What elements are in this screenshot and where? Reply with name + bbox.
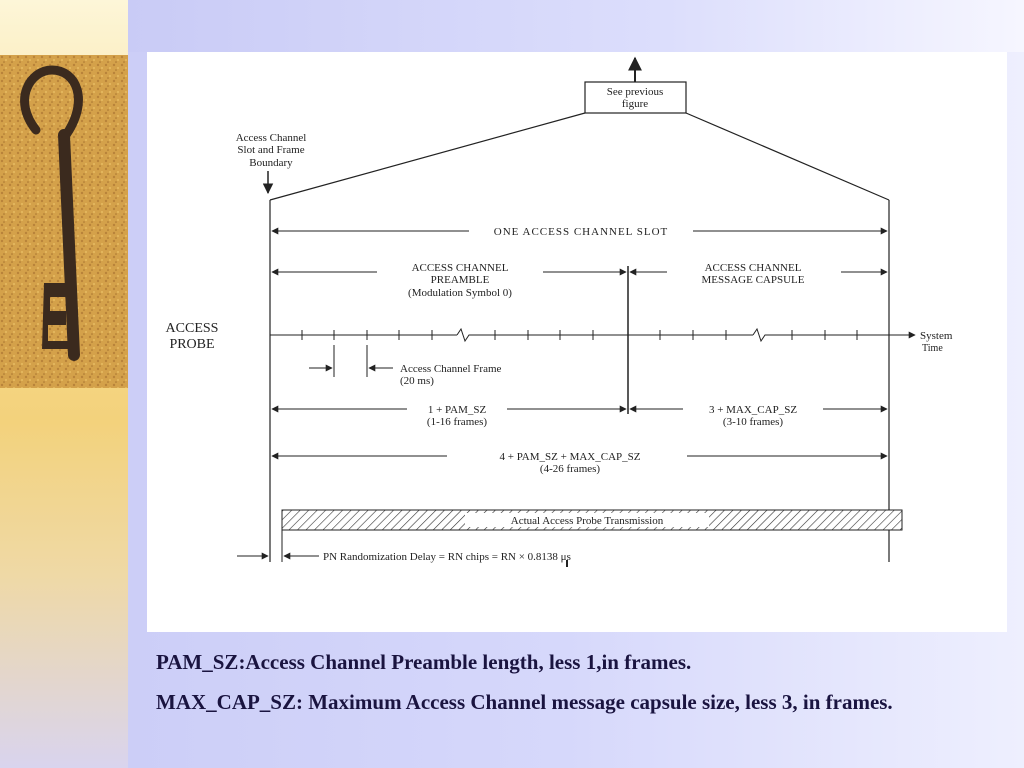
delay-label: PN Randomization Delay = RN chips = RN ×… xyxy=(323,551,571,563)
preamble-label-line-1: ACCESS CHANNEL xyxy=(412,262,509,274)
see-previous-figure-box xyxy=(584,81,687,114)
pam-label-line-2: (1-16 frames) xyxy=(427,416,488,428)
cap-label-line-1: 3 + MAX_CAP_SZ xyxy=(709,404,797,416)
probe-label-line-2: PROBE xyxy=(169,337,214,352)
total-label-line-2: (4-26 frames) xyxy=(540,463,601,475)
note-max-cap-sz: MAX_CAP_SZ: Maximum Access Channel messa… xyxy=(156,690,893,714)
key-bow-icon xyxy=(20,65,83,140)
system-time-line-1: System xyxy=(920,330,953,342)
frame-label-line-2: (20 ms) xyxy=(400,375,434,387)
see-previous-line-1: See previous xyxy=(607,86,664,98)
transmission-label-backdrop xyxy=(465,513,709,527)
boundary-label-line-1: Access Channel xyxy=(236,132,307,144)
frame-label-line-1: Access Channel Frame xyxy=(400,363,502,375)
access-probe-timing-diagram: See previous figure Access Channel Slot … xyxy=(147,52,1007,632)
total-label-line-1: 4 + PAM_SZ + MAX_CAP_SZ xyxy=(500,451,641,463)
note-pam-sz: PAM_SZ:Access Channel Preamble length, l… xyxy=(156,650,692,674)
slot-label: ONE ACCESS CHANNEL SLOT xyxy=(494,226,668,238)
timing-diagram-svg: See previous figure Access Channel Slot … xyxy=(166,56,953,567)
capsule-label-line-2: MESSAGE CAPSULE xyxy=(702,274,805,286)
probe-label-line-1: ACCESS xyxy=(166,321,219,336)
preamble-label-line-2: PREAMBLE xyxy=(431,274,490,286)
pam-label-line-1: 1 + PAM_SZ xyxy=(428,404,487,416)
boundary-label-line-3: Boundary xyxy=(249,157,293,169)
cap-label-line-2: (3-10 frames) xyxy=(723,416,784,428)
roof-left-line xyxy=(269,112,586,201)
key-bit-icon xyxy=(42,283,68,349)
roof-right-line xyxy=(685,112,890,201)
preamble-label-line-3: (Modulation Symbol 0) xyxy=(408,287,512,299)
capsule-label-line-1: ACCESS CHANNEL xyxy=(705,262,802,274)
key-photo xyxy=(0,55,128,388)
key-shaft-icon xyxy=(58,129,80,361)
transmission-label: Actual Access Probe Transmission xyxy=(511,515,664,527)
system-time-axis xyxy=(270,327,916,343)
boundary-label-line-2: Slot and Frame xyxy=(237,144,304,156)
notes-block: PAM_SZ:Access Channel Preamble length, l… xyxy=(156,648,986,728)
see-previous-line-2: figure xyxy=(622,98,648,110)
system-time-line-2: Time xyxy=(922,343,943,354)
top-header-band xyxy=(128,0,1024,52)
